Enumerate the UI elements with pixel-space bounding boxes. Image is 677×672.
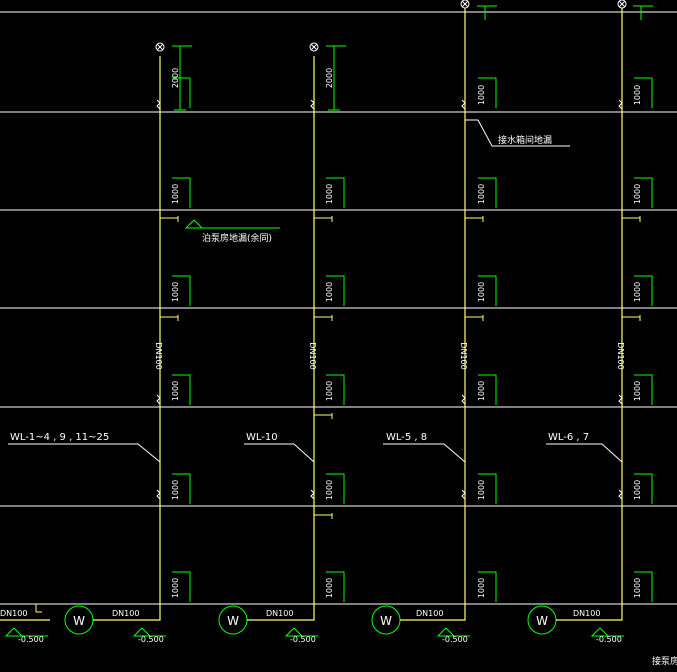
well-labels: W W W W	[73, 614, 548, 628]
well-label: W	[536, 614, 548, 628]
outlet-size-label: DN100	[112, 609, 139, 618]
riser-leaders	[8, 443, 623, 463]
dim-label: 1000	[325, 282, 334, 302]
riser-size-label: DN100	[459, 342, 468, 369]
outlet-size-label: DN100	[573, 609, 600, 618]
floor-dim-labels: 1000 1000 1000 1000 1000 1000 1000 1000 …	[171, 85, 642, 598]
well-label: W	[73, 614, 85, 628]
elevation-labels: -0.500 -0.500 -0.500 -0.500 -0.500	[18, 635, 622, 644]
left-stub	[35, 604, 42, 613]
tank-overflow-annotation: 接水箱间地漏	[465, 119, 570, 147]
dim-label: 1000	[171, 381, 180, 401]
elevation-label: -0.500	[596, 635, 622, 644]
outlet-size-label: DN100	[0, 609, 27, 618]
vent-cap-icon	[460, 0, 470, 9]
corner-room-label: 接泵房	[652, 655, 677, 667]
riser-label-2: WL-10	[246, 432, 278, 443]
riser-label-4: WL-6 , 7	[548, 432, 589, 443]
elevation-label: -0.500	[442, 635, 468, 644]
dim-label: 1000	[171, 184, 180, 204]
floor-lines	[0, 11, 677, 605]
outlet-size-label: DN100	[266, 609, 293, 618]
elevation-label: -0.500	[18, 635, 44, 644]
vent-cap-icon	[309, 42, 319, 52]
dim-label: 1000	[477, 85, 486, 105]
outlet-size-label: DN100	[416, 609, 443, 618]
vent-caps	[155, 0, 627, 52]
branch-stubs	[160, 216, 641, 519]
well-label: W	[380, 614, 392, 628]
vent-cap-icon	[617, 0, 627, 9]
dim-label-top-2: 2000	[325, 68, 334, 88]
dim-label: 1000	[171, 282, 180, 302]
pipe-fittings	[156, 99, 623, 500]
dim-label: 1000	[633, 480, 642, 500]
outlet-size-labels: DN100 DN100 DN100 DN100 DN100	[0, 609, 600, 618]
dim-label: 1000	[325, 381, 334, 401]
elevation-markers	[4, 627, 624, 637]
elevation-label: -0.500	[138, 635, 164, 644]
pipe-size-labels: DN100 DN100 DN100 DN100	[154, 342, 625, 369]
dim-label: 1000	[477, 184, 486, 204]
tank-overflow-label: 接水箱间地漏	[498, 134, 552, 146]
dim-label: 1000	[477, 480, 486, 500]
elevation-label: -0.500	[290, 635, 316, 644]
outlet-pipes	[0, 604, 623, 621]
floor-drain-label: 泊泵房地漏(余同)	[202, 232, 272, 244]
dim-label: 1000	[633, 381, 642, 401]
riser-size-label: DN100	[154, 342, 163, 369]
dim-label: 1000	[477, 381, 486, 401]
dim-label: 1000	[325, 184, 334, 204]
dim-label: 1000	[171, 480, 180, 500]
riser-size-label: DN100	[308, 342, 317, 369]
floor-dim-brackets	[172, 77, 653, 602]
riser-label-1: WL-1~4 , 9 , 11~25	[10, 432, 109, 443]
dim-label: 1000	[325, 578, 334, 598]
riser-label-3: WL-5 , 8	[386, 432, 427, 443]
dim-label: 1000	[633, 282, 642, 302]
vent-cap-icon	[155, 42, 165, 52]
riser-size-label: DN100	[616, 342, 625, 369]
riser-labels: WL-1~4 , 9 , 11~25 WL-10 WL-5 , 8 WL-6 ,…	[10, 432, 589, 443]
dim-label: 1000	[477, 578, 486, 598]
riser-pipes	[159, 8, 623, 604]
dim-label: 1000	[633, 85, 642, 105]
dim-label: 1000	[325, 480, 334, 500]
top-dimension-marks	[172, 5, 653, 111]
floor-drain-annotation: 泊泵房地漏(余同)	[184, 219, 280, 244]
dim-label: 1000	[633, 184, 642, 204]
dim-label: 1000	[477, 282, 486, 302]
well-label: W	[227, 614, 239, 628]
dim-label: 1000	[171, 578, 180, 598]
dim-label: 1000	[633, 578, 642, 598]
